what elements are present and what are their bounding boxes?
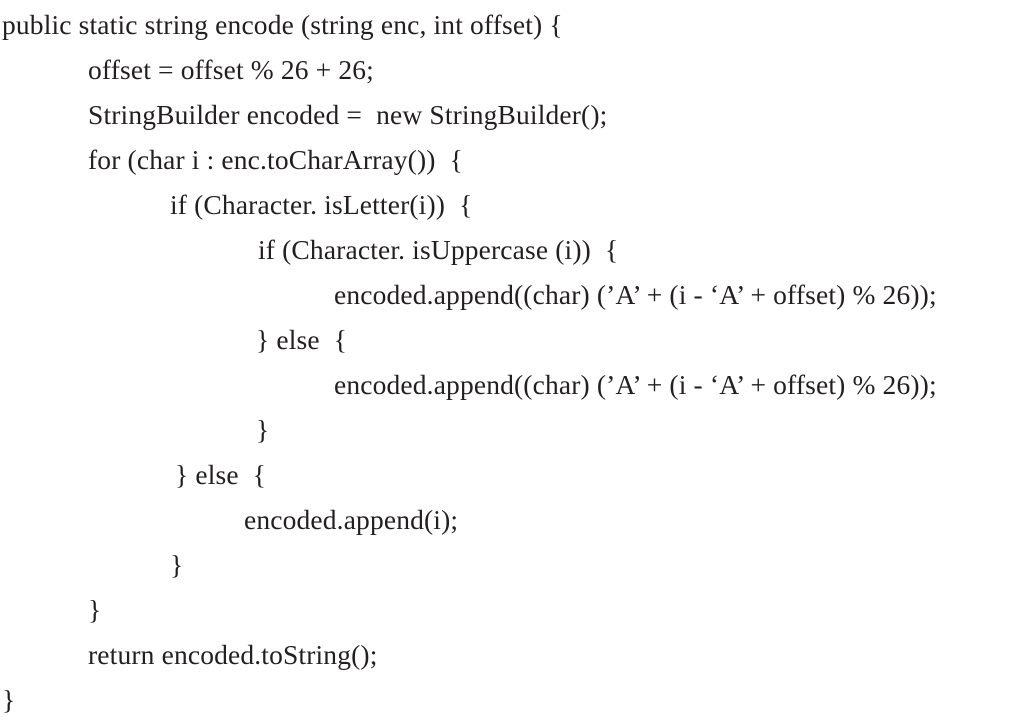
code-line: } else { <box>256 324 348 355</box>
code-line: offset = offset % 26 + 26; <box>88 54 374 85</box>
code-line: } <box>170 549 184 580</box>
code-line: } <box>2 684 16 715</box>
code-line: if (Character. isLetter(i)) { <box>170 189 473 220</box>
code-line: } else { <box>175 459 267 490</box>
code-line: } <box>88 594 102 625</box>
code-listing-page: public static string encode (string enc,… <box>2 9 937 715</box>
code-line: StringBuilder encoded = new StringBuilde… <box>88 99 608 130</box>
code-line: encoded.append(i); <box>244 504 459 535</box>
code-line: return encoded.toString(); <box>88 639 378 670</box>
code-line: public static string encode (string enc,… <box>2 9 563 40</box>
code-line: } <box>256 414 270 445</box>
code-line: encoded.append((char) (’A’ + (i - ‘A’ + … <box>334 279 937 310</box>
code-line: encoded.append((char) (’A’ + (i - ‘A’ + … <box>334 369 937 400</box>
code-line: if (Character. isUppercase (i)) { <box>258 234 619 265</box>
code-line: for (char i : enc.toCharArray()) { <box>88 144 464 175</box>
